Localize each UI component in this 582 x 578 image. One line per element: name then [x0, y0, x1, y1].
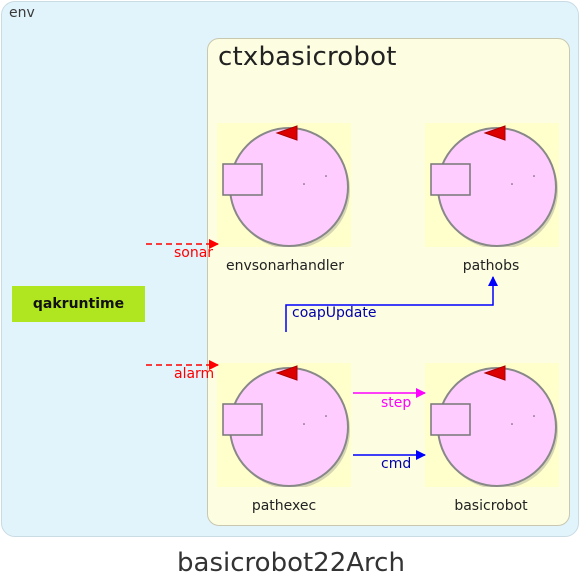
message-label-alarm: alarm: [174, 366, 215, 382]
context-label: ctxbasicrobot: [218, 42, 397, 72]
qakruntime-node[interactable]: qakruntime: [12, 286, 145, 322]
env-label: env: [9, 5, 35, 21]
actor-label-basicrobot: basicrobot: [454, 498, 528, 514]
coapupdate-arrow: [285, 276, 498, 332]
actor-icon-pathobs[interactable]: [425, 123, 559, 247]
actor-label-pathobs: pathobs: [462, 258, 520, 274]
message-label-cmd: cmd: [381, 456, 412, 472]
actor-label-envsonarhandler: envsonarhandler: [225, 258, 345, 274]
message-label-step: step: [381, 395, 412, 411]
actor-icon-envsonarhandler[interactable]: [217, 123, 351, 247]
message-label-sonar: sonar: [174, 245, 214, 261]
message-label-coapupdate: coapUpdate: [292, 305, 377, 321]
diagram-title: basicrobot22Arch: [177, 548, 405, 578]
actor-icon-basicrobot[interactable]: [425, 363, 559, 487]
actor-icon-pathexec[interactable]: [217, 363, 351, 487]
actor-label-pathexec: pathexec: [251, 498, 317, 514]
